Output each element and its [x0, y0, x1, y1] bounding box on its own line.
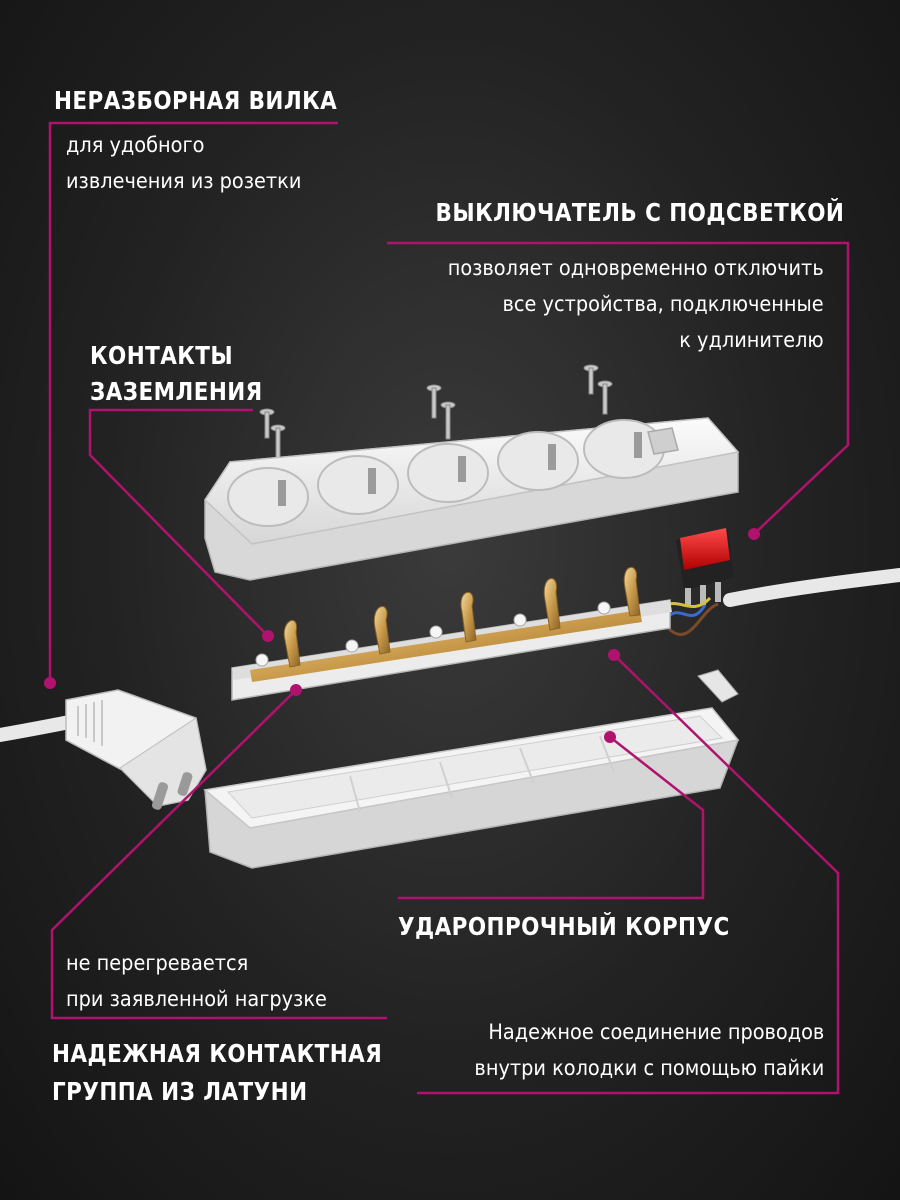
solder-line-1: Надежное соединение проводов — [488, 1020, 824, 1044]
switch-line-1: позволяет одновременно отключить — [447, 256, 824, 280]
cable-right — [723, 568, 900, 607]
plug-title: НЕРАЗБОРНАЯ ВИЛКА — [54, 86, 338, 115]
wire-clip — [697, 669, 739, 703]
brass-description: не перегревается при заявленной нагрузке — [66, 945, 327, 1017]
brass-line-1: не перегревается — [66, 951, 249, 975]
solder-description: Надежное соединение проводов внутри коло… — [474, 1014, 824, 1086]
callout-dots — [44, 528, 760, 743]
switch-line-2: все устройства, подключенные — [502, 292, 824, 316]
plug-description: для удобного извлечения из розетки — [66, 127, 301, 199]
ground-title-line-2: ЗАЗЕМЛЕНИЯ — [90, 377, 263, 406]
brass-title-line-2: ГРУППА ИЗ ЛАТУНИ — [52, 1077, 308, 1106]
top-cover — [204, 417, 740, 581]
socket-icon — [227, 419, 665, 527]
callout-lines — [48, 121, 850, 1095]
switch-line-3: к удлинителю — [679, 328, 824, 352]
ground-title-line-1: КОНТАКТЫ — [90, 341, 234, 370]
brass-title: НАДЕЖНАЯ КОНТАКТНАЯ ГРУППА ИЗ ЛАТУНИ — [52, 1035, 382, 1111]
contact-bar — [231, 566, 672, 701]
brass-title-line-1: НАДЕЖНАЯ КОНТАКТНАЯ — [52, 1039, 383, 1068]
rocker-switch-icon — [676, 528, 734, 606]
brass-line-2: при заявленной нагрузке — [66, 987, 327, 1011]
switch-title: ВЫКЛЮЧАТЕЛЬ С ПОДСВЕТКОЙ — [435, 198, 844, 227]
solder-line-2: внутри колодки с помощью пайки — [474, 1056, 824, 1080]
body-title: УДАРОПРОЧНЫЙ КОРПУС — [398, 912, 730, 941]
ground-title: КОНТАКТЫ ЗАЗЕМЛЕНИЯ — [90, 338, 263, 410]
plug-line-1: для удобного — [66, 133, 205, 157]
bottom-base — [203, 707, 740, 869]
plug-line-2: извлечения из розетки — [66, 169, 302, 193]
screw-icon — [259, 364, 613, 459]
switch-description: позволяет одновременно отключить все уст… — [448, 250, 824, 358]
plug-icon — [65, 689, 207, 810]
